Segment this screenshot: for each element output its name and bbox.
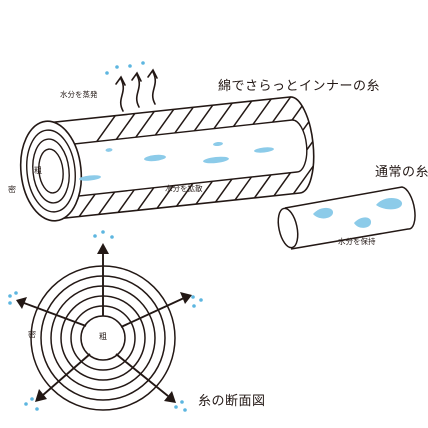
retention-label: 水分を保持 [338, 237, 376, 246]
normal-yarn-cylinder [277, 186, 416, 250]
evaporated-water-dots [105, 61, 145, 75]
diffusion-label: 水分を拡散 [165, 184, 203, 193]
cross-section-title: 糸の断面図 [198, 394, 266, 409]
evaporation-arrow [119, 78, 125, 112]
cross-section-water-dots [8, 230, 203, 412]
cross-dense-label: 密 [28, 330, 36, 339]
evaporation-label: 水分を蒸発 [60, 90, 98, 99]
dense-outer-label: 密 [8, 185, 16, 194]
cross-coarse-label: 粗 [99, 332, 107, 341]
diffused-water-drops [79, 141, 274, 181]
evaporation-arrows [115, 68, 158, 112]
evaporation-arrow [151, 71, 157, 105]
evaporation-arrow [135, 74, 141, 108]
coarse-center-label: 粗 [34, 166, 42, 175]
cotton-yarn-cylinder [19, 96, 315, 222]
retained-water-drops [313, 198, 403, 228]
normal-yarn-title: 通常の糸 [375, 165, 428, 180]
cross-section-arrows [16, 243, 192, 403]
cotton-inner-yarn-title: 綿でさらっとインナーの糸 [218, 79, 381, 94]
